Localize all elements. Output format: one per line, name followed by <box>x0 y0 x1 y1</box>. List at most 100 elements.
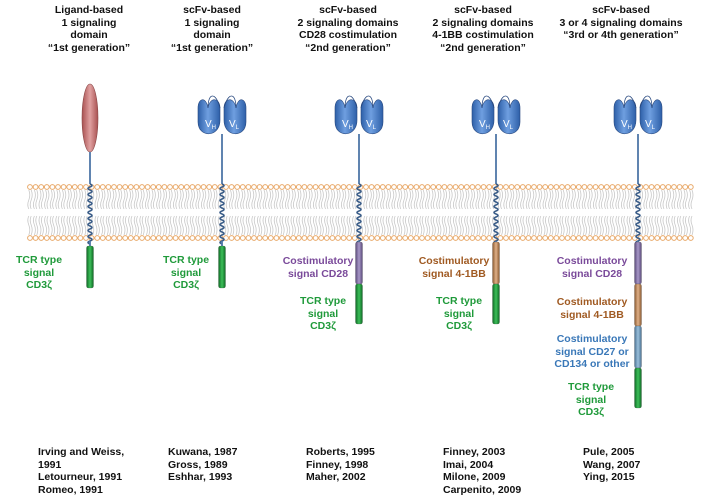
lipid-head <box>71 235 78 241</box>
lipid-tail <box>94 215 98 236</box>
lipid-head <box>559 184 565 190</box>
lipid-tail <box>128 189 131 210</box>
lipid-head <box>497 184 504 190</box>
lipid-head <box>682 235 689 241</box>
lipid-head <box>161 235 168 241</box>
lipid-head <box>368 184 375 190</box>
lipid-tail <box>304 215 307 236</box>
lipid-head <box>32 235 39 241</box>
signal-line: signal 4-1BB <box>560 308 624 321</box>
lipid-head <box>598 184 605 190</box>
vl-domain <box>223 99 247 135</box>
lipid-head <box>161 184 168 190</box>
lipid-head <box>480 184 487 190</box>
lipid-tail <box>466 215 470 236</box>
lipid-tail <box>231 215 235 236</box>
vl-label: VL <box>645 119 656 131</box>
lipid-tail <box>671 189 675 210</box>
lipid-tail <box>393 189 397 210</box>
lipid-tail <box>63 215 67 236</box>
lipid-head <box>144 235 151 241</box>
lipid-tail <box>175 189 179 210</box>
lipid-tail <box>346 215 350 236</box>
lipid-tail <box>209 189 212 210</box>
lipid-head <box>200 184 207 190</box>
lipid-tail <box>335 189 339 210</box>
lipid-tail <box>617 189 621 210</box>
lipid-head <box>183 235 190 241</box>
lipid-tail <box>153 189 156 210</box>
lipid-tail <box>352 215 355 236</box>
lipid-head <box>189 235 196 241</box>
lipid-head <box>279 184 285 190</box>
lipid-tail <box>156 215 159 236</box>
lipid-tail <box>623 189 627 210</box>
lipid-tail <box>111 215 115 236</box>
reference: Finney, 1998 <box>306 458 369 471</box>
lipid-tail <box>573 189 576 210</box>
lipid-tail <box>91 215 95 236</box>
lipid-head <box>295 235 302 241</box>
lipid-tail <box>385 189 389 210</box>
lipid-tail <box>329 215 333 236</box>
lipid-tail <box>253 189 257 210</box>
lipid-tail <box>285 215 288 236</box>
lipid-head <box>71 184 78 190</box>
lipid-tail <box>206 189 210 210</box>
cd3z-domain <box>218 245 226 289</box>
lipid-tail <box>397 189 400 210</box>
signal-line: signal 4-1BB <box>422 267 486 280</box>
vh-domain <box>613 99 637 135</box>
lipid-tail <box>105 215 109 236</box>
lipid-tail <box>147 215 151 236</box>
lipid-tail <box>273 215 277 236</box>
lipid-tail <box>537 189 540 210</box>
lipid-head <box>116 235 123 241</box>
lipid-tail <box>380 189 383 210</box>
reference: Irving and Weiss, <box>38 446 125 458</box>
lipid-tail <box>365 215 369 236</box>
lipid-head <box>620 184 627 190</box>
lipid-tail <box>679 215 683 236</box>
lipid-head <box>480 235 487 241</box>
lipid-tail <box>668 189 671 210</box>
lipid-head <box>447 184 453 190</box>
lipid-tail <box>382 215 386 236</box>
lipid-tail <box>248 189 251 210</box>
lipid-tail <box>438 189 442 210</box>
lipid-tail <box>522 215 526 236</box>
lipid-tail <box>119 189 123 210</box>
vh-subscript: H <box>349 125 353 131</box>
lipid-tail <box>640 215 643 236</box>
lipid-tail <box>97 189 100 210</box>
lipid-tail <box>377 189 380 210</box>
lipid-head <box>643 184 649 190</box>
lipid-tail <box>197 215 201 236</box>
lipid-tail <box>298 215 302 236</box>
lipid-tail <box>91 189 95 210</box>
lipid-tail <box>66 189 70 210</box>
lipid-tail <box>413 215 417 236</box>
header-line: domain <box>193 29 231 41</box>
lipid-tail <box>637 215 641 236</box>
lipid-tail <box>270 189 274 210</box>
signal-line: signal <box>443 307 475 320</box>
lipid-head <box>531 184 537 190</box>
lipid-tail <box>63 189 67 210</box>
lipid-tail <box>621 215 624 236</box>
lipid-tail <box>380 215 383 236</box>
lipid-head <box>295 184 302 190</box>
lipid-tail <box>520 189 523 210</box>
lipid-tail <box>122 189 126 210</box>
reference: Finney, 2003 <box>443 446 506 458</box>
lipid-head <box>609 235 616 241</box>
lipid-tail <box>296 189 299 210</box>
header-line: 2 signaling domains <box>432 16 534 29</box>
lipid-tail <box>651 189 655 210</box>
lipid-tail <box>158 215 162 236</box>
reference: Milone, 2009 <box>443 471 506 483</box>
lipid-head <box>575 184 582 190</box>
lipid-head <box>368 235 375 241</box>
lipid-tail <box>136 215 139 236</box>
